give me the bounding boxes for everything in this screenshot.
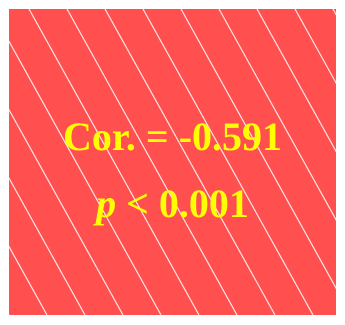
hatch-line [180, 9, 336, 290]
hatch-line [256, 9, 336, 153]
p-value-label: p < 0.001 [9, 181, 336, 227]
hatch-line [9, 108, 124, 315]
p-value-text: < 0.001 [116, 181, 249, 226]
correlation-label: Cor. = -0.591 [62, 114, 283, 159]
hatch-lines [9, 9, 336, 315]
correlation-cell: Cor. = -0.591 p < 0.001 [9, 9, 336, 315]
hatch-line [218, 9, 336, 221]
hatch-line [294, 9, 336, 85]
cell-background [9, 9, 336, 315]
hatch-line [66, 9, 238, 315]
hatch-line [28, 9, 200, 315]
hatch-line [9, 245, 48, 315]
hatch-line [142, 9, 314, 315]
cell-fill [9, 9, 336, 315]
hatch-line [9, 40, 162, 315]
p-symbol: p [96, 181, 117, 226]
hatch-line [9, 176, 86, 315]
hatch-line [104, 9, 276, 315]
